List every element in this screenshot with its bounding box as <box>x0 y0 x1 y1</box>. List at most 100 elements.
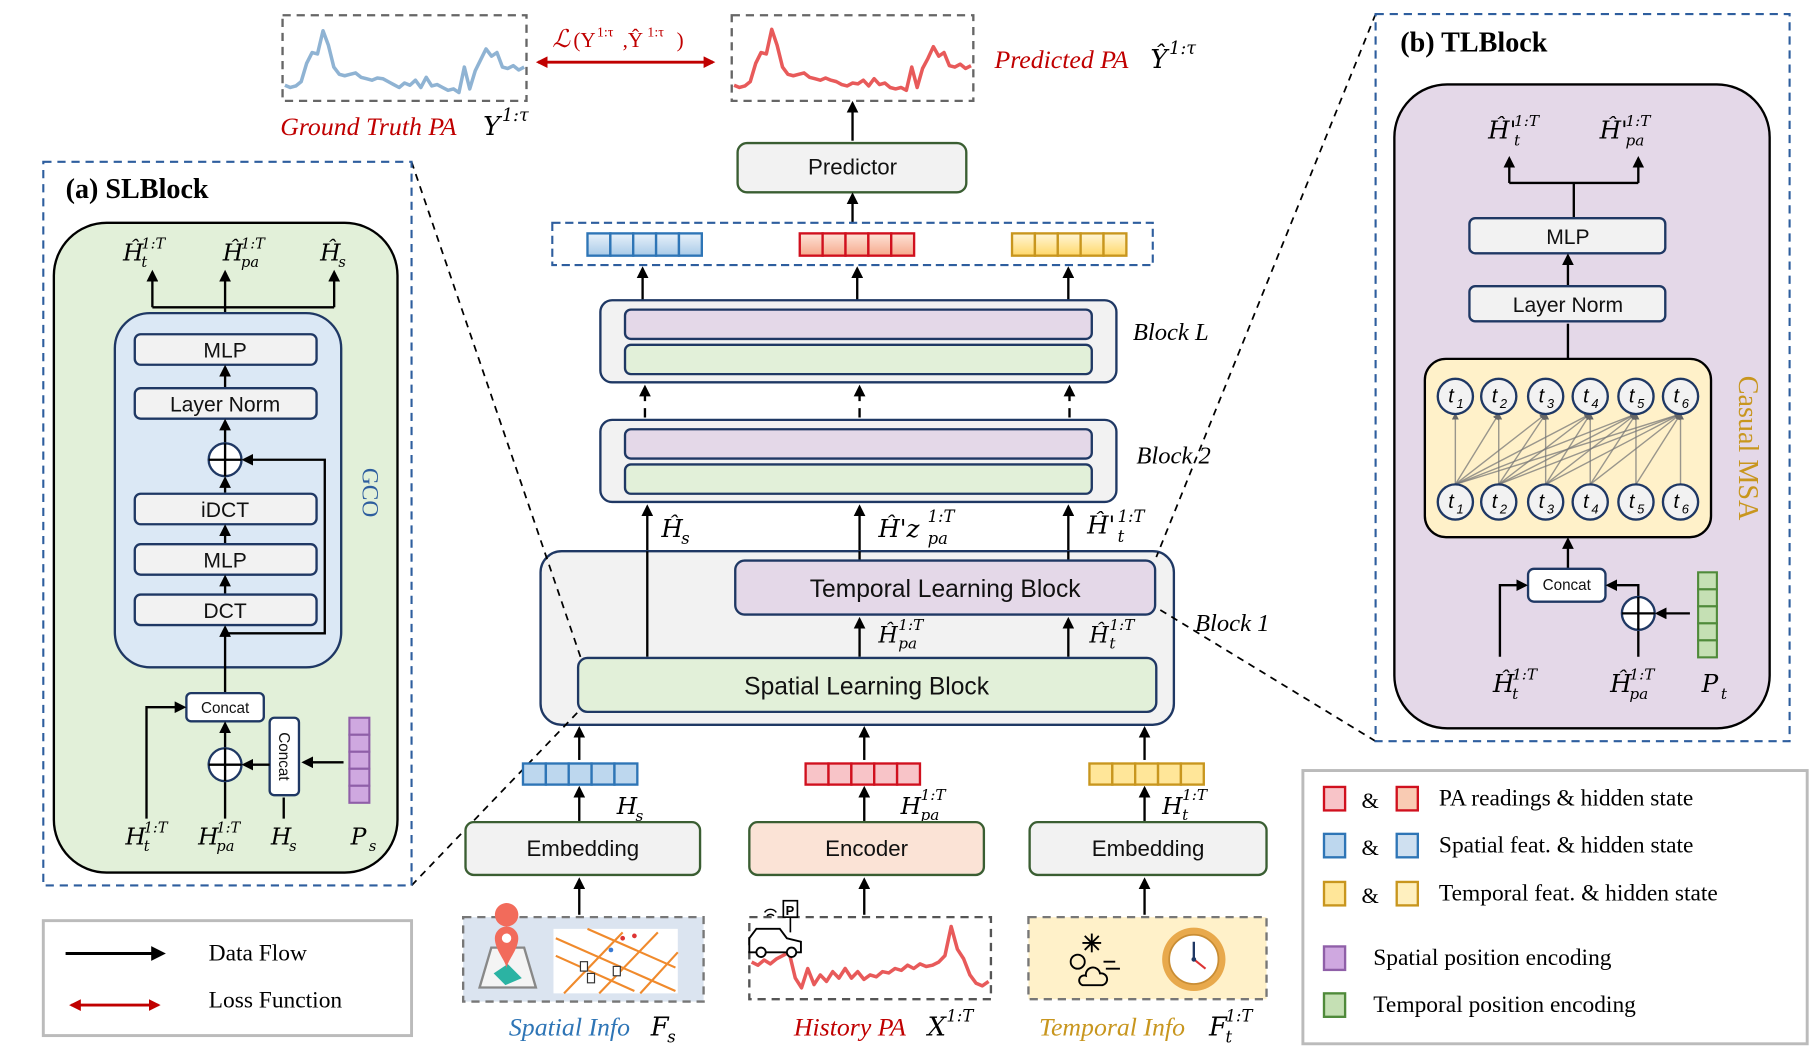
sl-mlp-top: MLP <box>133 333 318 366</box>
loss-arg2: ,Ŷ <box>623 28 644 52</box>
tl-input-label: Ĥ1:Tpa <box>1609 666 1656 703</box>
h-pa-hat-inner-sub: pa <box>898 635 917 653</box>
legend-item: &Spatial feat. & hidden state <box>1322 832 1693 860</box>
gco-label: GCO <box>356 468 382 517</box>
color-legend: &PA readings & hidden state&Spatial feat… <box>1301 769 1809 1046</box>
svg-text:3: 3 <box>1547 396 1555 411</box>
embedding-cell <box>677 232 704 257</box>
legend-swatch-hidden <box>1395 785 1419 812</box>
legend-swatch <box>1322 832 1347 859</box>
spatial-learning-block <box>576 656 1158 714</box>
attention-edge <box>1635 412 1682 485</box>
attention-edge <box>1455 412 1638 486</box>
h-t-prime: Ĥ' <box>1086 511 1115 540</box>
svg-text:H: H <box>197 822 219 850</box>
embedding-cell <box>798 232 824 257</box>
h-pa-label: H <box>900 792 922 820</box>
svg-text:t: t <box>1629 491 1636 513</box>
map-pin-icon <box>478 903 538 989</box>
sl-input-label: H1:Tt <box>124 821 168 855</box>
pa-reading-embedding <box>804 762 922 786</box>
ground-truth-label: Ground Truth PA <box>280 112 457 141</box>
sl-concat-side: Concat <box>268 716 301 797</box>
h-t-sub: t <box>1182 806 1189 824</box>
tl-layer-norm: Layer Norm <box>1468 284 1667 323</box>
svg-text:1: 1 <box>1457 396 1464 411</box>
h-t-prime-sup: 1:T <box>1118 507 1146 526</box>
attention-edge <box>1454 413 1547 485</box>
sl-layer-norm: Layer Norm <box>133 387 318 420</box>
h-s-hat: Ĥ <box>660 514 683 543</box>
loss-sup2: 1:τ <box>647 24 664 40</box>
embedding-cell <box>1111 762 1137 786</box>
sl-mlp-mid: MLP <box>133 543 318 576</box>
svg-text:1:T: 1:T <box>1514 112 1541 130</box>
svg-text:t: t <box>141 255 147 271</box>
tl-concat: Concat <box>1526 567 1607 603</box>
position-encoding-cell <box>348 733 371 753</box>
tlblock-title: (b) TLBlock <box>1400 28 1548 59</box>
embedding-cell <box>1079 232 1105 257</box>
legend-swatch <box>1322 945 1347 972</box>
attention-edge <box>1455 413 1592 485</box>
h-t-hat-inner-sup: 1:T <box>1109 616 1136 634</box>
legend-ampersand: & <box>1362 788 1379 813</box>
tl-input-label: Ĥ1:Tt <box>1492 666 1539 703</box>
h-s-sub: s <box>636 807 644 825</box>
attention-edge <box>1455 412 1682 486</box>
svg-text:pa: pa <box>241 255 259 271</box>
output-embeddings-group <box>551 221 1154 267</box>
legend-swatch <box>1322 785 1347 812</box>
embedding-cell <box>873 762 899 786</box>
loss-arg1: (Y <box>573 28 595 52</box>
h-t-hat-inner: Ĥ <box>1088 622 1109 649</box>
embedding-cell <box>590 762 616 786</box>
casual-msa-label: Casual MSA <box>1732 376 1763 521</box>
temporal-embedding-box: Embedding <box>1028 820 1268 877</box>
loss-symbol: ℒ <box>552 24 571 53</box>
block-l: Block L <box>599 299 1209 384</box>
predictor-label: Predictor <box>808 155 898 180</box>
spatial-info-panel: Spatial Info F s <box>461 903 705 1047</box>
sl-output-label: Ĥ1:Tt <box>122 237 166 271</box>
svg-text:6: 6 <box>1682 502 1690 517</box>
legend-label: Temporal feat. & hidden state <box>1439 881 1718 907</box>
temporal-learning-block <box>734 559 1157 616</box>
embedding-cell <box>844 232 870 257</box>
sl-idct: iDCT <box>133 492 318 526</box>
sl-layer-norm-label: Layer Norm <box>170 394 280 417</box>
svg-text:s: s <box>338 255 345 271</box>
svg-text:1:T: 1:T <box>1512 666 1539 684</box>
temporal-feature-embedding <box>1088 762 1205 786</box>
parking-car-icon: P <box>748 899 802 958</box>
encoder-box: Encoder <box>748 820 986 877</box>
svg-text:s: s <box>289 839 296 855</box>
spatial-hidden-state-output <box>586 232 704 257</box>
loss-sup1: 1:τ <box>597 24 614 40</box>
ground-truth-sup: 1:τ <box>502 106 529 126</box>
loss-function: ℒ (Y 1:τ ,Ŷ 1:τ ) <box>535 24 716 69</box>
svg-text:t: t <box>1514 131 1521 149</box>
svg-text:pa: pa <box>216 839 234 855</box>
h-t-hat-inner-sub: t <box>1109 635 1116 653</box>
svg-text:4: 4 <box>1591 396 1598 411</box>
svg-text:1: 1 <box>1457 502 1464 517</box>
position-encoding-cell <box>348 750 371 770</box>
svg-text:t: t <box>1512 685 1519 703</box>
temporal-info-symbol: F <box>1208 1013 1228 1043</box>
svg-text:t: t <box>144 839 150 855</box>
h-pa-prime-sub: pa <box>928 529 948 548</box>
spatial-info-sub: s <box>667 1028 675 1047</box>
sl-concat-main: Concat <box>185 691 265 723</box>
ground-truth-line <box>284 28 525 95</box>
svg-text:Ĥ: Ĥ <box>1609 669 1632 698</box>
legend-data-flow: Data Flow <box>209 941 307 967</box>
tl-output-label: Ĥ'1:Tt <box>1487 112 1541 149</box>
spatial-position-encoding <box>348 716 371 804</box>
spatial-learning-block-label: Spatial Learning Block <box>744 673 990 700</box>
